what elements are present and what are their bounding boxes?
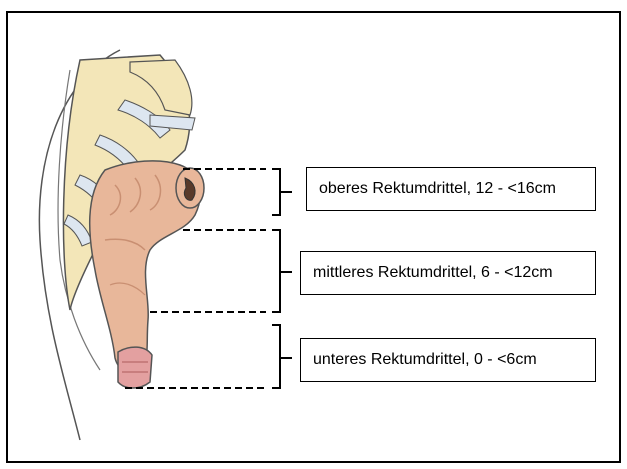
brace-middle — [272, 230, 292, 312]
label-middle-rectum: mittleres Rektumdrittel, 6 - <12cm — [300, 251, 596, 295]
brace-lower — [272, 325, 292, 388]
label-lower-rectum: unteres Rektumdrittel, 0 - <6cm — [300, 338, 596, 382]
label-upper-rectum: oberes Rektumdrittel, 12 - <16cm — [306, 167, 596, 211]
brace-upper — [272, 169, 292, 215]
anal-canal — [118, 347, 152, 388]
